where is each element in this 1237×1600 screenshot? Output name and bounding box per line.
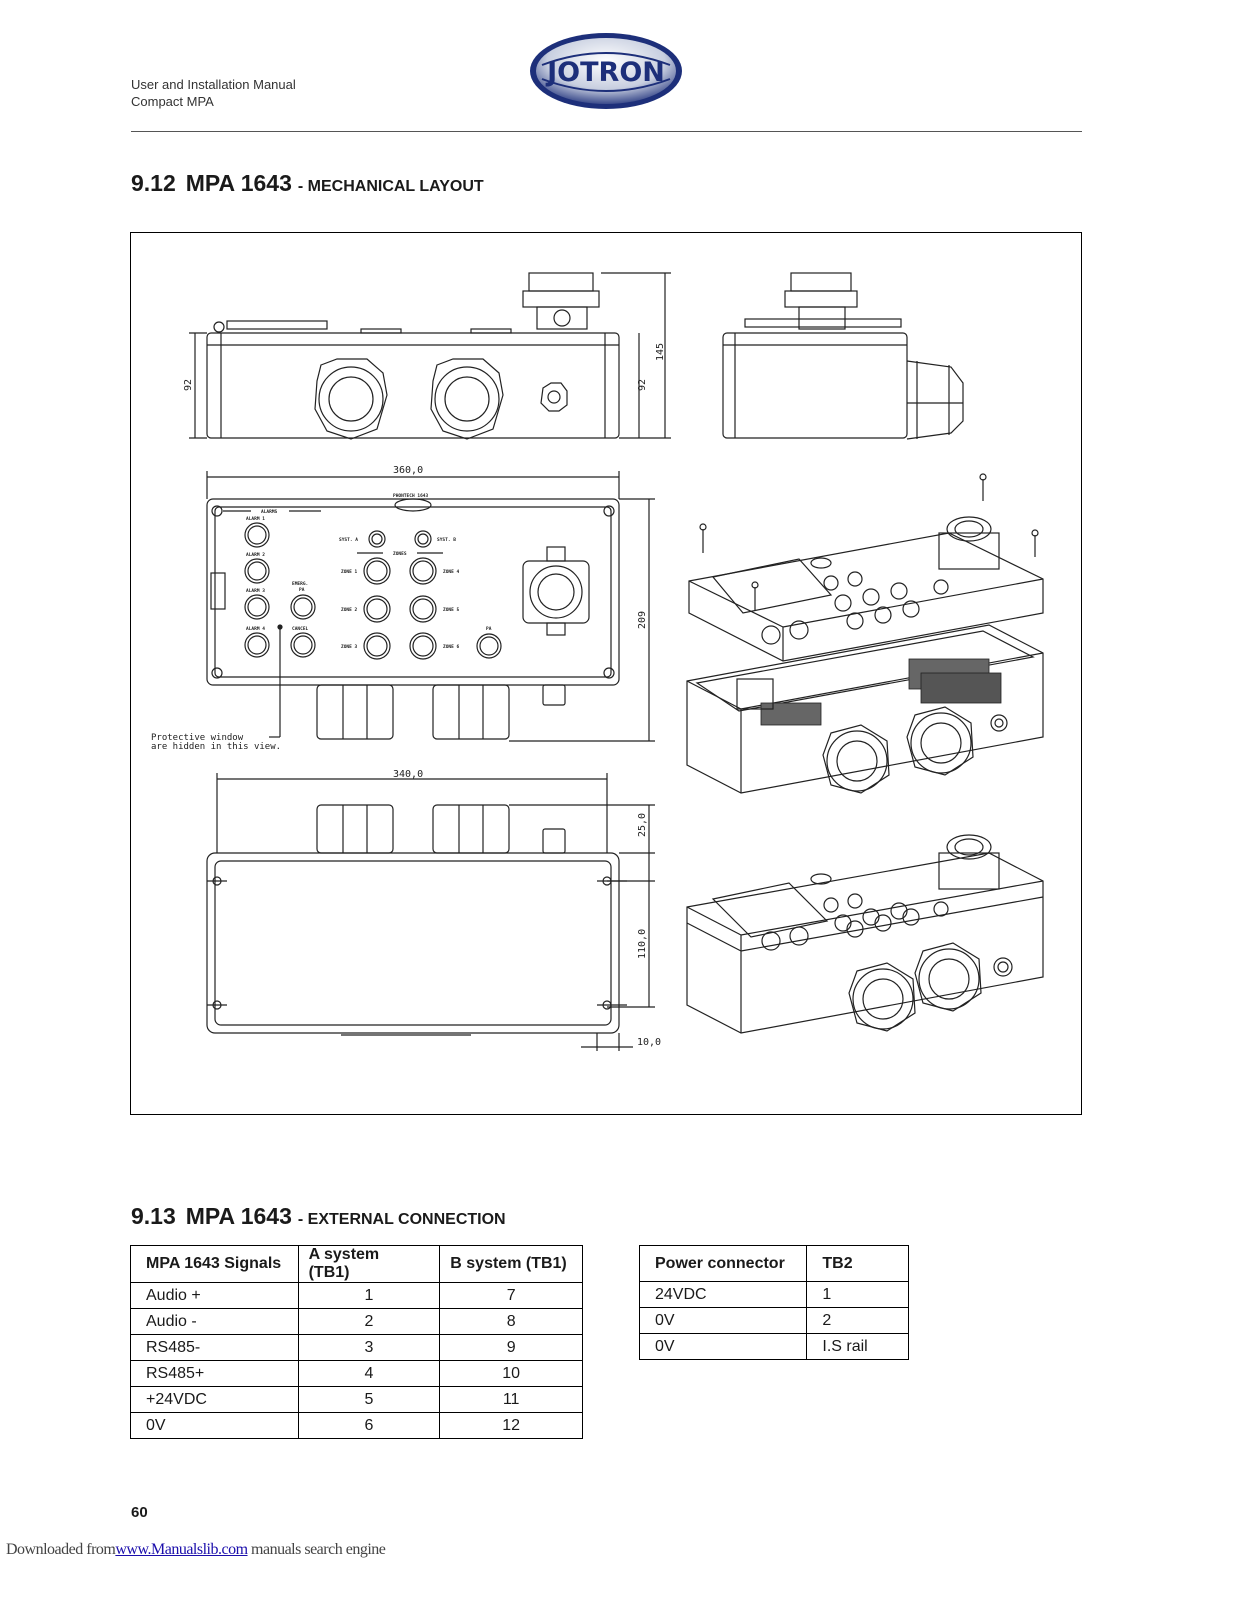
b-system-cell: 12	[439, 1412, 583, 1439]
table-row: 0V 6 12	[130, 1412, 583, 1439]
dim-92-right: 92	[637, 379, 648, 391]
label-alarm1: ALARM 1	[246, 516, 265, 522]
table-row: Audio + 1 7	[130, 1282, 583, 1309]
download-footer: Downloaded fromwww.Manualslib.com manual…	[6, 1541, 386, 1559]
a-system-cell: 6	[297, 1412, 441, 1439]
dim-360: 360,0	[393, 465, 423, 476]
header-cell: Power connector	[638, 1245, 808, 1282]
label-zone1: ZONE 1	[341, 569, 358, 575]
label-zones: ZONES	[393, 551, 407, 557]
power-table: Power connector TB2 24VDC 1 0V 2 0V I.S …	[638, 1245, 909, 1360]
label-emerg-pa: PA	[299, 587, 305, 593]
signal-cell: RS485+	[130, 1360, 299, 1387]
label-cancel: CANCEL	[292, 626, 309, 632]
panel-title: PHONTECH 1643	[393, 493, 429, 499]
table-header-row: Power connector TB2	[638, 1245, 909, 1282]
dim-92-left: 92	[183, 379, 194, 391]
note-line-2: are hidden in this view.	[151, 742, 281, 752]
label-alarms: ALARMS	[261, 509, 278, 515]
label-syst-a: SYST. A	[339, 537, 358, 543]
label-zone6: ZONE 6	[443, 644, 460, 650]
dim-340: 340,0	[393, 769, 423, 780]
label-alarm4: ALARM 4	[246, 626, 265, 632]
dim-145: 145	[655, 343, 666, 361]
tb2-cell: 2	[806, 1307, 909, 1334]
section-subtitle: - EXTERNAL CONNECTION	[297, 1211, 506, 1228]
label-pa: PA	[486, 626, 492, 632]
section-number: 9.12	[131, 170, 176, 196]
side-view	[722, 272, 964, 440]
label-zone3: ZONE 3	[341, 644, 358, 650]
header-cell: B system (TB1)	[439, 1245, 583, 1283]
a-system-cell: 5	[297, 1386, 441, 1413]
signals-table: MPA 1643 Signals A system (TB1) B system…	[130, 1245, 583, 1439]
power-signal-cell: 24VDC	[638, 1281, 808, 1308]
table-row: 0V 2	[638, 1307, 909, 1334]
isometric-assembled-view	[686, 834, 1044, 1034]
header-rule	[131, 131, 1082, 132]
table-row: RS485- 3 9	[130, 1334, 583, 1361]
a-system-cell: 3	[297, 1334, 441, 1361]
table-header-row: MPA 1643 Signals A system (TB1) B system…	[130, 1245, 583, 1283]
signal-cell: Audio +	[130, 1282, 299, 1309]
power-signal-cell: 0V	[638, 1307, 808, 1334]
manual-subtitle: Compact MPA	[131, 94, 214, 109]
b-system-cell: 10	[439, 1360, 583, 1387]
header-cell: A system (TB1)	[297, 1245, 441, 1283]
label-syst-b: SYST. B	[437, 537, 456, 543]
label-emerg: EMERG.	[292, 581, 308, 587]
header-cell: MPA 1643 Signals	[130, 1245, 299, 1283]
signal-cell: 0V	[130, 1412, 299, 1439]
dim-10: 10,0	[637, 1037, 661, 1048]
table-row: Audio - 2 8	[130, 1308, 583, 1335]
section-model: MPA 1643	[185, 170, 292, 196]
label-zone4: ZONE 4	[443, 569, 460, 575]
label-zone2: ZONE 2	[341, 607, 358, 613]
footer-suffix: manuals search engine	[247, 1541, 386, 1558]
isometric-exploded-view	[686, 473, 1044, 794]
label-alarm3: ALARM 3	[246, 588, 265, 594]
dim-209: 209	[637, 611, 648, 629]
signal-cell: +24VDC	[130, 1386, 299, 1413]
bottom-view	[206, 773, 655, 1051]
manual-title: User and Installation Manual	[131, 77, 296, 92]
dim-25: 25,0	[637, 813, 648, 837]
table-row: 0V I.S rail	[638, 1333, 909, 1360]
front-view	[189, 272, 671, 440]
b-system-cell: 9	[439, 1334, 583, 1361]
top-view	[206, 471, 655, 742]
dim-110: 110,0	[637, 929, 648, 959]
table-row: +24VDC 5 11	[130, 1386, 583, 1413]
note-line-1: Protective window	[151, 733, 244, 743]
b-system-cell: 11	[439, 1386, 583, 1413]
a-system-cell: 4	[297, 1360, 441, 1387]
section-heading-external: 9.13 MPA 1643 - EXTERNAL CONNECTION	[131, 1203, 506, 1230]
manualslib-link[interactable]: www.Manualslib.com	[115, 1541, 248, 1558]
power-signal-cell: 0V	[638, 1333, 808, 1360]
a-system-cell: 2	[297, 1308, 441, 1335]
tb2-cell: I.S rail	[806, 1333, 909, 1360]
section-model: MPA 1643	[185, 1203, 292, 1229]
logo-text: JOTRON	[545, 57, 665, 88]
jotron-logo: JOTRON	[530, 33, 682, 109]
b-system-cell: 8	[439, 1308, 583, 1335]
signal-cell: Audio -	[130, 1308, 299, 1335]
section-subtitle: - MECHANICAL LAYOUT	[297, 178, 484, 195]
mechanical-drawing-frame: 92 92 145	[130, 232, 1082, 1115]
header-cell: TB2	[806, 1245, 909, 1282]
tb2-cell: 1	[806, 1281, 909, 1308]
section-heading-mechanical: 9.12 MPA 1643 - MECHANICAL LAYOUT	[131, 170, 484, 197]
b-system-cell: 7	[439, 1282, 583, 1309]
mechanical-drawing: 92 92 145	[151, 272, 1044, 1051]
section-number: 9.13	[131, 1203, 176, 1229]
footer-prefix: Downloaded from	[6, 1541, 116, 1558]
table-row: RS485+ 4 10	[130, 1360, 583, 1387]
label-alarm2: ALARM 2	[246, 552, 265, 558]
label-zone5: ZONE 5	[443, 607, 460, 613]
table-row: 24VDC 1	[638, 1281, 909, 1308]
page-number: 60	[131, 1504, 148, 1521]
signal-cell: RS485-	[130, 1334, 299, 1361]
a-system-cell: 1	[297, 1282, 441, 1309]
